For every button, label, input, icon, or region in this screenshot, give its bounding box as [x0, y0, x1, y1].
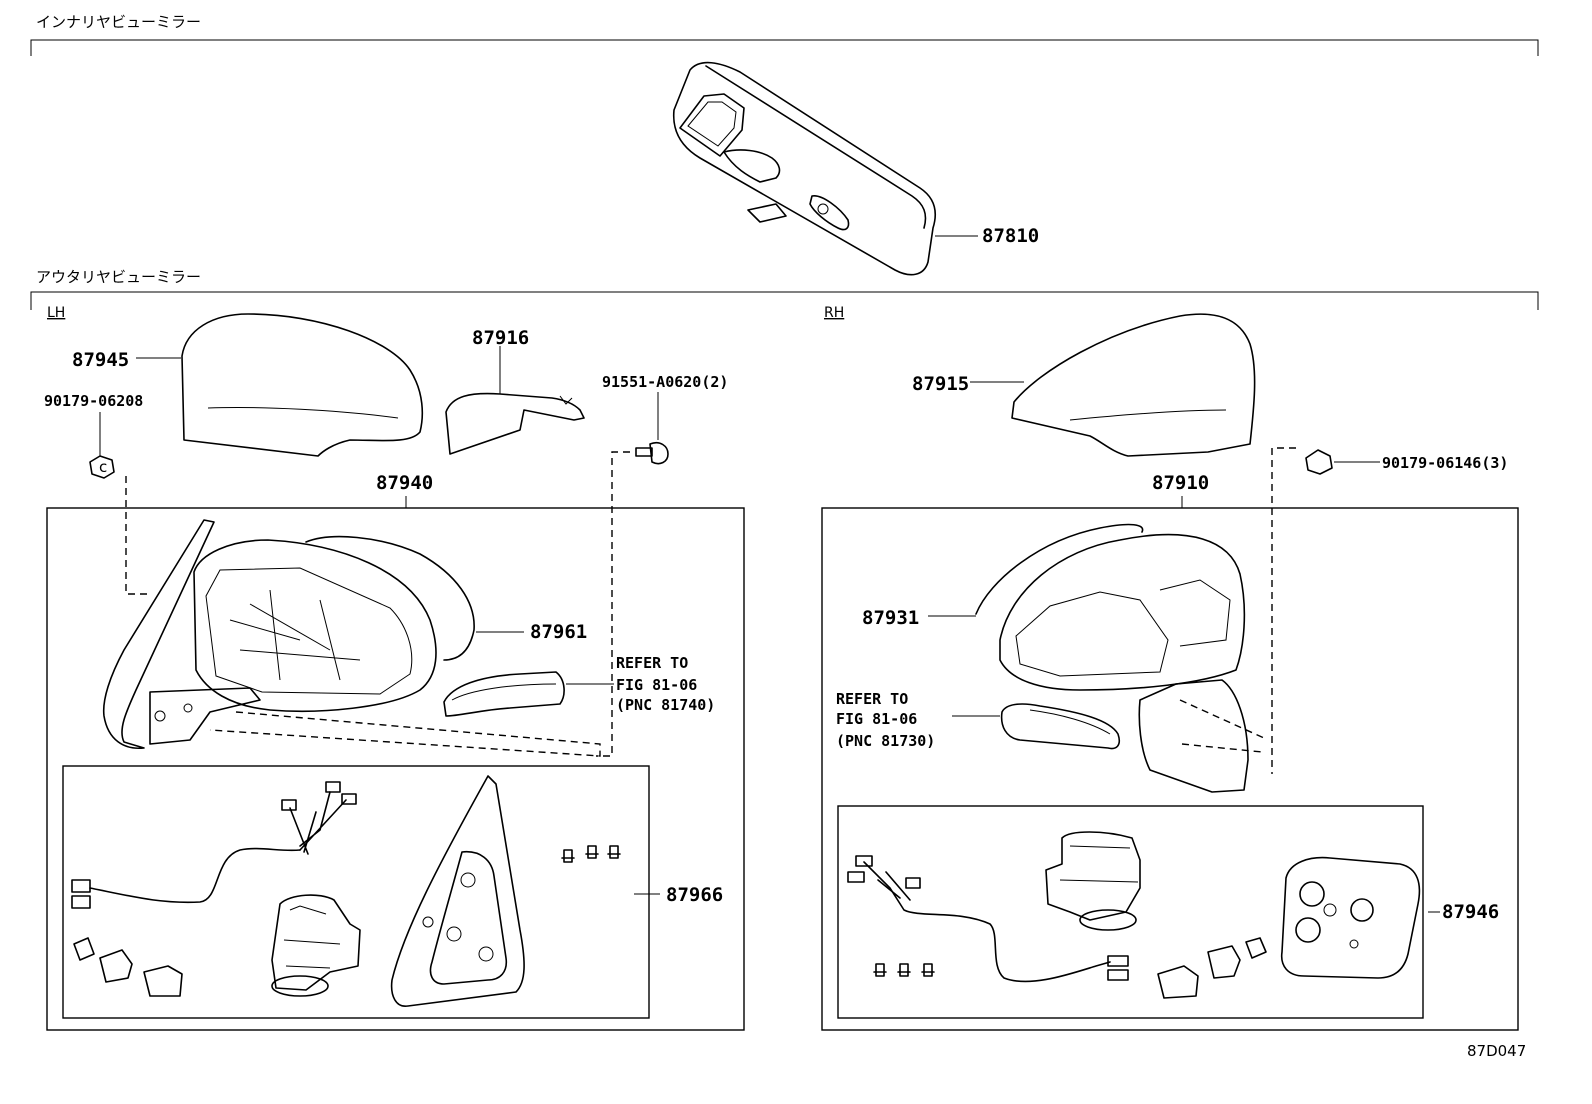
rh-wire-harness[interactable] [847, 855, 1129, 983]
lh-screws-set[interactable] [561, 845, 621, 863]
part-number-87966[interactable]: 87966 [666, 884, 723, 906]
lh-sub-assembly-box [62, 765, 650, 1019]
part-number-87810[interactable]: 87810 [982, 225, 1039, 247]
lh-assembly-box [46, 507, 745, 1031]
figure-code: 87D047 [1467, 1042, 1526, 1060]
rh-mirror-actuator[interactable] [1045, 831, 1141, 931]
lh-mirror-cover-87945[interactable] [181, 313, 424, 457]
rh-refer-fig[interactable]: FIG 81-06 [836, 710, 917, 728]
rh-side-turn-lamp[interactable] [1000, 703, 1121, 750]
part-number-87945[interactable]: 87945 [72, 349, 129, 371]
inner-mirror-bracket [30, 39, 1539, 56]
outer-mirror-bracket [30, 291, 1539, 310]
inner-rear-view-mirror[interactable] [672, 61, 936, 276]
lh-small-parts[interactable] [73, 937, 183, 997]
rh-assembly-box [821, 507, 1519, 1031]
inner-mirror-section-title: インナリヤビューミラー [36, 13, 201, 31]
rh-sub-assembly-box [837, 805, 1424, 1019]
lh-mirror-assembly[interactable] [102, 519, 601, 757]
rh-small-parts[interactable] [1157, 937, 1267, 999]
lh-refer-to: REFER TO [616, 654, 688, 672]
part-number-87940[interactable]: 87940 [376, 472, 433, 494]
part-number-90179-06146[interactable]: 90179-06146(3) [1382, 454, 1508, 472]
lh-refer-fig[interactable]: FIG 81-06 [616, 676, 697, 694]
rh-screws-set[interactable] [873, 963, 935, 977]
part-number-90179-06208[interactable]: 90179-06208 [44, 392, 143, 410]
svg-text:c: c [99, 458, 107, 476]
part-number-87931[interactable]: 87931 [862, 607, 919, 629]
part-number-87946[interactable]: 87946 [1442, 901, 1499, 923]
lh-clip-90179-06208[interactable]: c [89, 455, 115, 479]
lh-refer-pnc: (PNC 81740) [616, 696, 715, 714]
rh-clip-90179-06146[interactable] [1305, 449, 1333, 475]
outer-mirror-section-title: アウタリヤビューミラー [36, 268, 201, 286]
lh-mirror-actuator[interactable] [271, 894, 361, 997]
rh-mirror-assembly[interactable] [975, 523, 1265, 793]
part-number-87961[interactable]: 87961 [530, 621, 587, 643]
rh-refer-pnc: (PNC 81730) [836, 732, 935, 750]
rh-mirror-cover-87915[interactable] [1011, 313, 1256, 457]
part-number-87910[interactable]: 87910 [1152, 472, 1209, 494]
part-number-87915[interactable]: 87915 [912, 373, 969, 395]
lh-side-turn-lamp[interactable] [443, 671, 565, 717]
part-number-87916[interactable]: 87916 [472, 327, 529, 349]
rh-refer-to: REFER TO [836, 690, 908, 708]
rh-label: RH [824, 305, 844, 321]
lh-screw-91551[interactable] [635, 441, 669, 465]
lh-garnish-87916[interactable] [445, 392, 585, 455]
lh-wire-harness[interactable] [71, 781, 357, 909]
lh-label: LH [47, 305, 65, 321]
lh-mirror-glass[interactable] [390, 775, 525, 1007]
rh-mirror-glass[interactable] [1280, 856, 1421, 979]
part-number-91551-A0620[interactable]: 91551-A0620(2) [602, 373, 728, 391]
